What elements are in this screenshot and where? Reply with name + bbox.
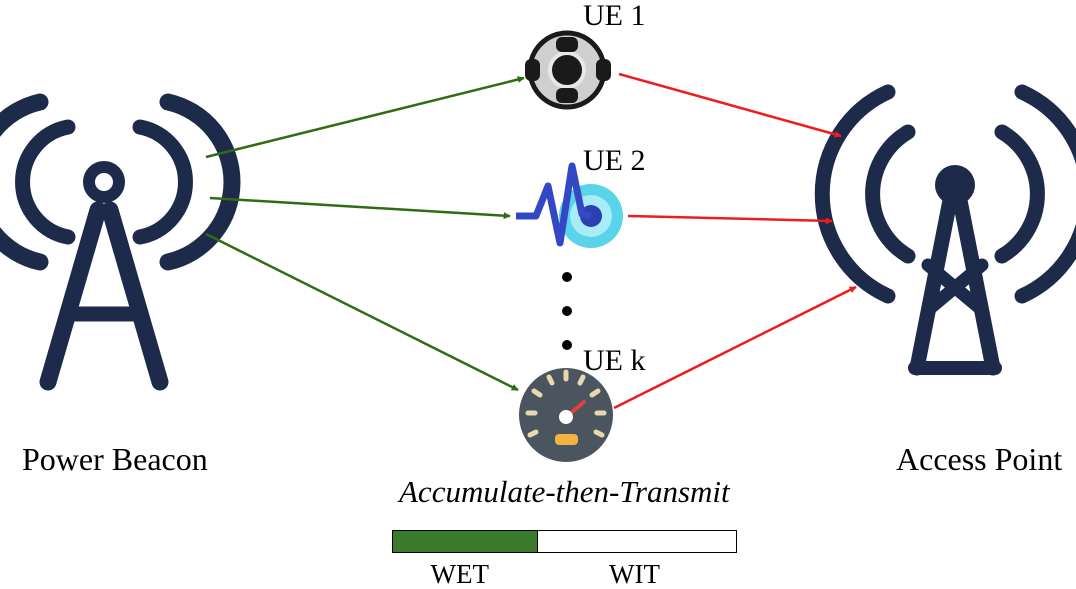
- energy-link-ue1: [205, 76, 525, 159]
- phase-bar-wet: [392, 530, 538, 553]
- controller-icon: [525, 30, 611, 110]
- wireless-access-point-icon: [814, 84, 1076, 376]
- access-point-label: Access Point: [896, 441, 1063, 477]
- radio-tower-icon: [0, 93, 241, 391]
- signal-target-icon: [516, 162, 623, 248]
- info-link-ue2: [627, 214, 833, 225]
- speedometer-icon: [519, 368, 613, 462]
- phase-label-wit: WIT: [609, 559, 660, 589]
- energy-link-uek: [205, 232, 519, 392]
- energy-link-ue2: [209, 196, 511, 220]
- info-link-ue1: [618, 72, 842, 138]
- phase-bar-wit: [537, 530, 737, 553]
- phase-label-wet: WET: [430, 559, 489, 589]
- ellipsis-dots: [562, 272, 572, 350]
- ue2-label: UE 2: [583, 144, 646, 177]
- power-beacon-label: Power Beacon: [22, 441, 208, 477]
- uek-label: UE k: [583, 344, 646, 377]
- ue1-label: UE 1: [583, 0, 646, 32]
- protocol-name: Accumulate-then-Transmit: [399, 474, 730, 509]
- info-link-uek: [613, 285, 857, 410]
- access-point-head: [935, 165, 975, 205]
